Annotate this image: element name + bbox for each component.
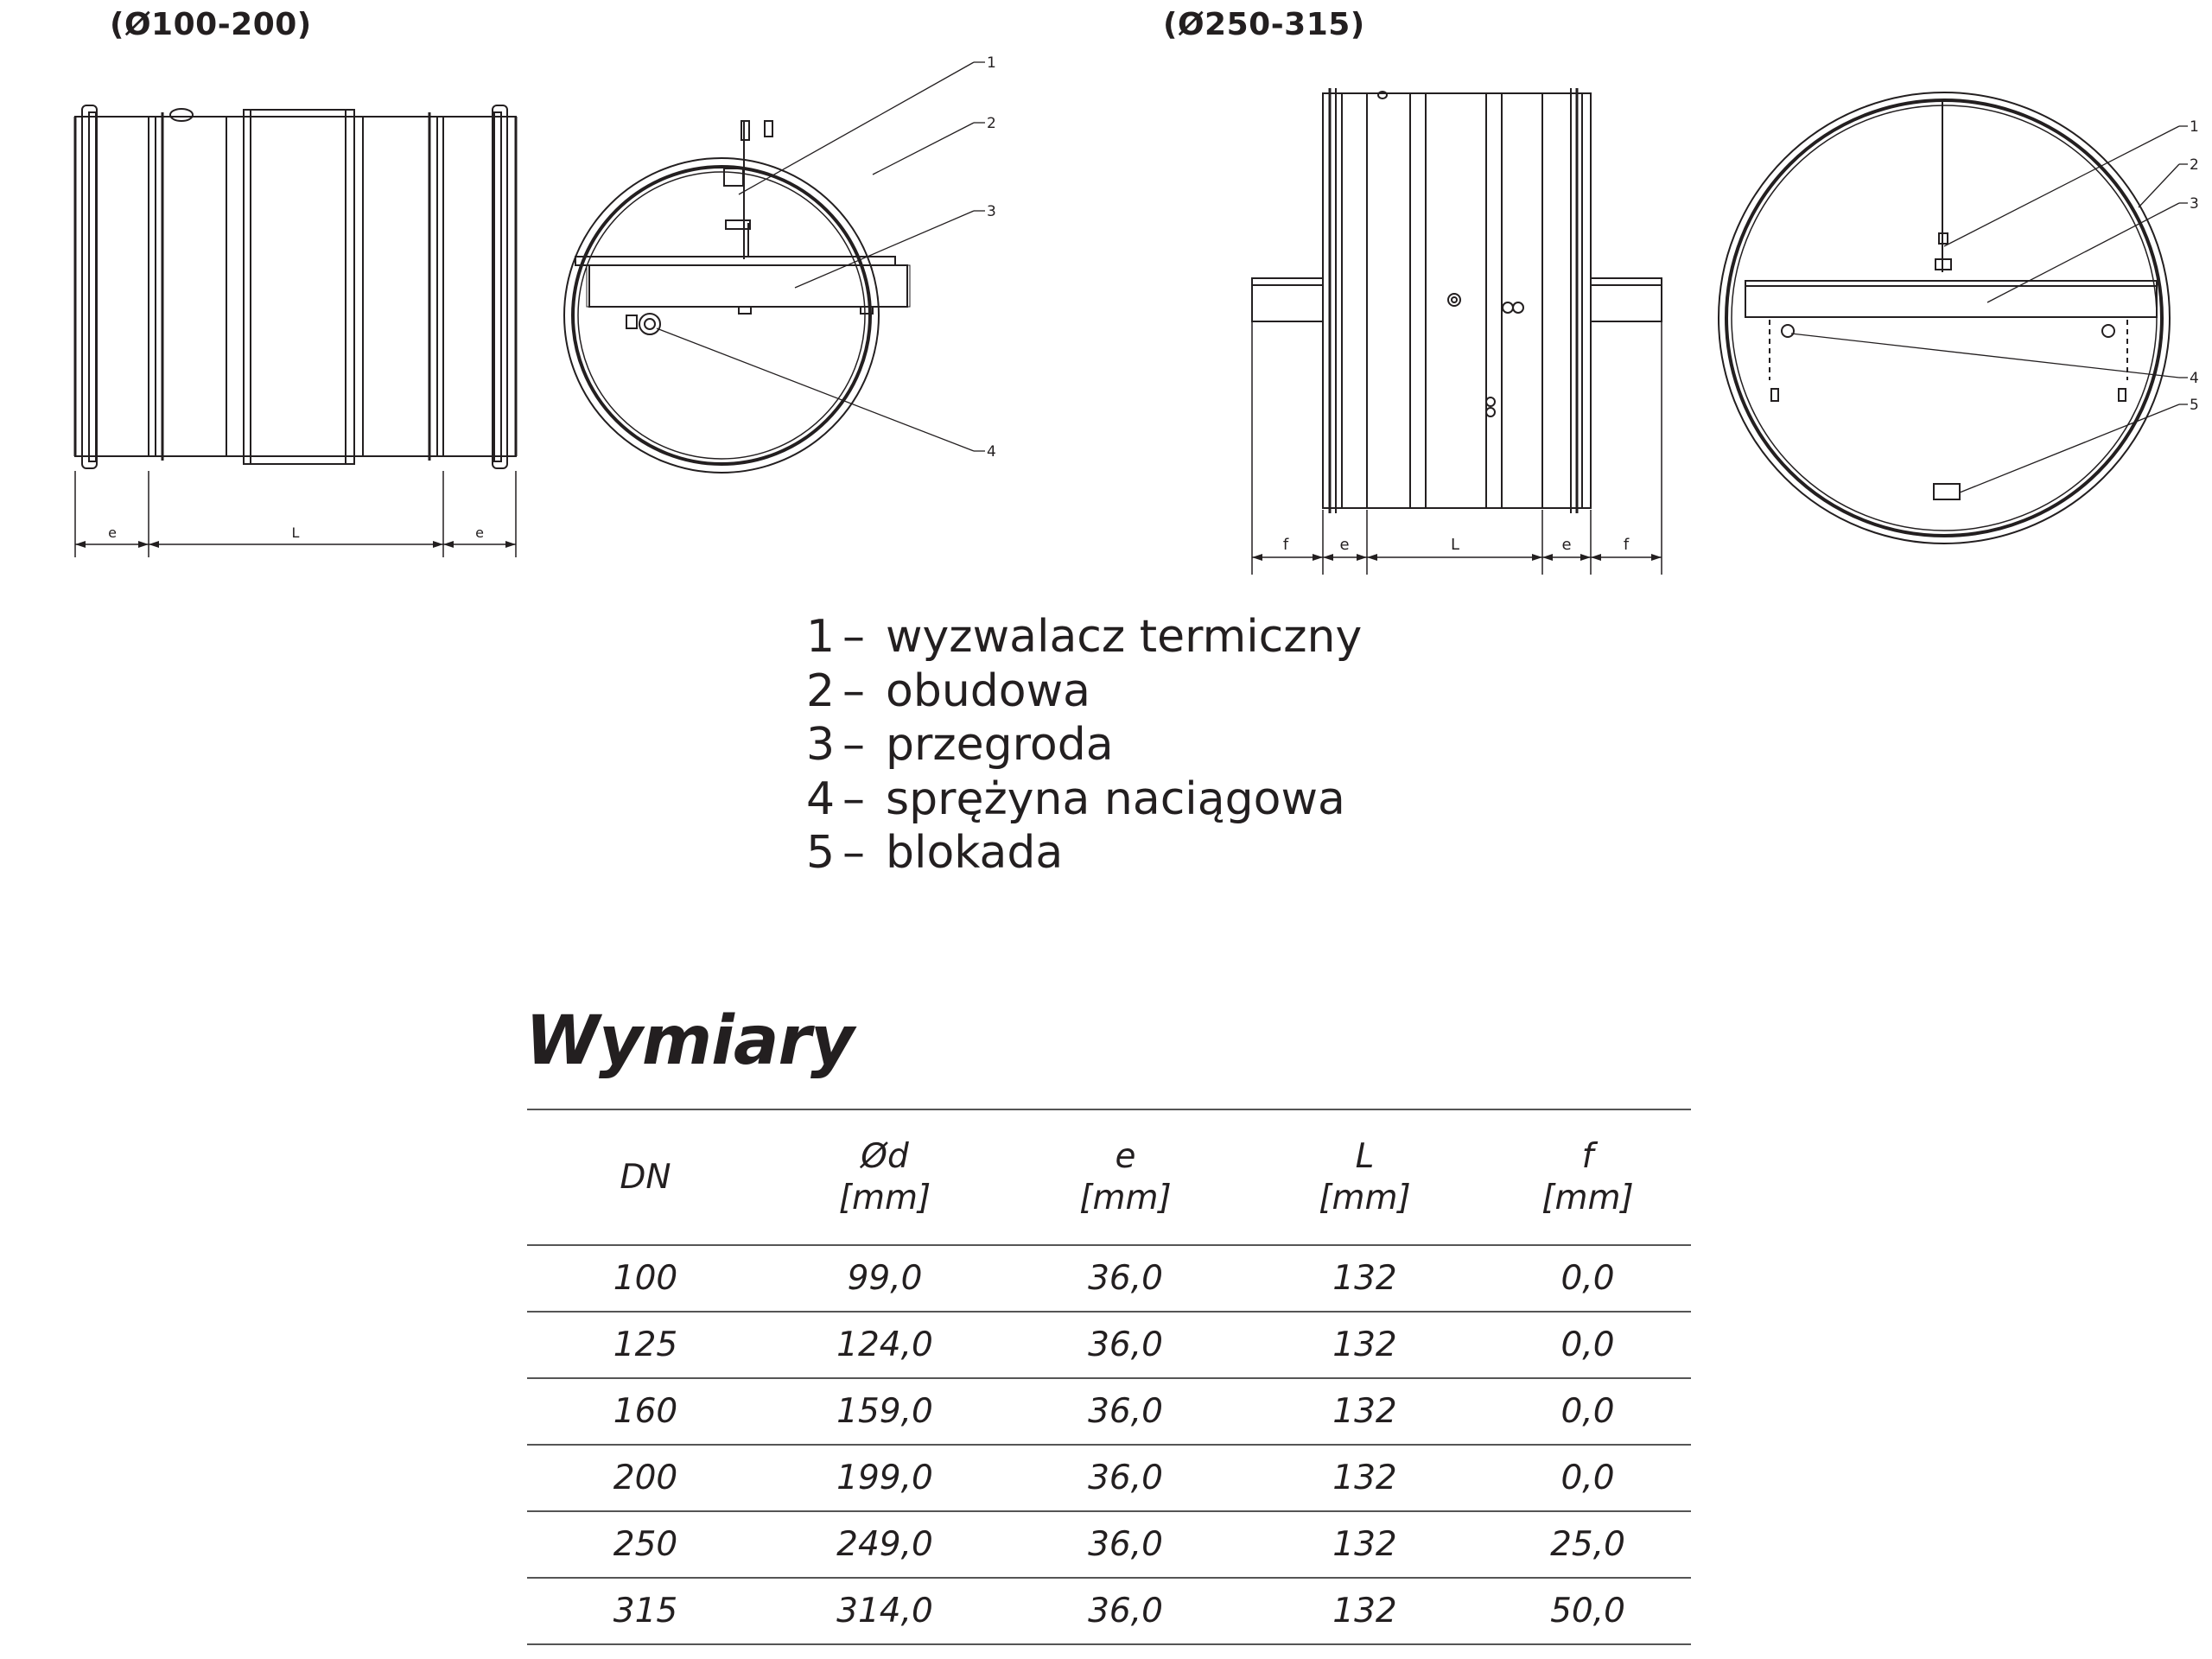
legend-item: 1 – wyzwalacz termiczny <box>806 610 1362 664</box>
legend-number: 5 <box>806 827 836 879</box>
legend-number: 3 <box>806 719 836 771</box>
dim-e-left: e <box>108 524 117 541</box>
side-view-small: e L e <box>73 105 518 557</box>
cell-l: 132 <box>1245 1245 1484 1313</box>
callout-2-large: 2 <box>2190 156 2199 174</box>
cell-diameter: 314,0 <box>764 1578 1006 1645</box>
header-diameter: Ød[mm] <box>764 1109 1006 1246</box>
cell-f: 0,0 <box>1484 1245 1691 1313</box>
table-row: 250 249,0 36,0 132 25,0 <box>527 1511 1691 1579</box>
legend-text: wyzwalacz termiczny <box>886 611 1363 663</box>
cell-diameter: 199,0 <box>764 1445 1006 1512</box>
cell-e: 36,0 <box>1006 1511 1245 1579</box>
legend-item: 5 – blokada <box>806 826 1362 880</box>
dim-e-right: e <box>475 524 484 541</box>
dim-L: L <box>292 524 300 541</box>
cell-e: 36,0 <box>1006 1378 1245 1446</box>
cell-e: 36,0 <box>1006 1445 1245 1512</box>
callout-1-small: 1 <box>987 54 996 72</box>
callout-3-small: 3 <box>987 203 996 220</box>
legend-number: 4 <box>806 772 836 825</box>
header-l: L[mm] <box>1245 1109 1484 1246</box>
header-e: e[mm] <box>1006 1109 1245 1246</box>
cell-dn: 100 <box>527 1245 764 1313</box>
group-label-large: (Ø250-315) <box>1163 7 1365 42</box>
legend-dash: – <box>842 827 865 879</box>
dim-e-left-large: e <box>1339 536 1349 554</box>
cell-l: 132 <box>1245 1578 1484 1645</box>
table-row: 200 199,0 36,0 132 0,0 <box>527 1445 1691 1512</box>
table-title: Wymiary <box>525 1002 855 1080</box>
legend-item: 3 – przegroda <box>806 718 1362 772</box>
legend-number: 1 <box>806 611 836 663</box>
header-f: f[mm] <box>1484 1109 1691 1246</box>
cell-diameter: 99,0 <box>764 1245 1006 1313</box>
table-row: 125 124,0 36,0 132 0,0 <box>527 1312 1691 1379</box>
legend-text: obudowa <box>886 664 1090 717</box>
side-view-large: f e L e f <box>1251 88 1662 575</box>
cell-dn: 160 <box>527 1378 764 1446</box>
legend-text: przegroda <box>886 719 1114 771</box>
dim-f-left: f <box>1283 536 1289 554</box>
cell-l: 132 <box>1245 1378 1484 1446</box>
callout-4-small: 4 <box>987 443 996 461</box>
group-label-small: (Ø100-200) <box>110 7 312 42</box>
cell-dn: 200 <box>527 1445 764 1512</box>
cell-f: 50,0 <box>1484 1578 1691 1645</box>
cell-dn: 315 <box>527 1578 764 1645</box>
callout-4-large: 4 <box>2190 370 2199 387</box>
dim-L-large: L <box>1451 536 1459 554</box>
cell-f: 0,0 <box>1484 1312 1691 1379</box>
cell-e: 36,0 <box>1006 1312 1245 1379</box>
callout-5-large: 5 <box>2190 397 2199 414</box>
cell-dn: 125 <box>527 1312 764 1379</box>
cell-l: 132 <box>1245 1511 1484 1579</box>
legend-dash: – <box>842 611 865 663</box>
legend-item: 2 – obudowa <box>806 664 1362 719</box>
table-header-row: DN Ød[mm] e[mm] L[mm] f[mm] <box>527 1109 1691 1246</box>
legend: 1 – wyzwalacz termiczny 2 – obudowa 3 – … <box>806 610 1362 880</box>
dimensions-table: DN Ød[mm] e[mm] L[mm] f[mm] 100 99,0 36,… <box>527 1109 1691 1645</box>
callout-3-large: 3 <box>2190 195 2199 213</box>
cell-f: 0,0 <box>1484 1445 1691 1512</box>
legend-number: 2 <box>806 664 836 717</box>
cell-diameter: 159,0 <box>764 1378 1006 1446</box>
legend-item: 4 – sprężyna naciągowa <box>806 772 1362 827</box>
cell-e: 36,0 <box>1006 1245 1245 1313</box>
cell-diameter: 124,0 <box>764 1312 1006 1379</box>
legend-text: blokada <box>886 827 1064 879</box>
technical-drawing: e L e 1 2 3 4 <box>73 54 2199 575</box>
cell-f: 0,0 <box>1484 1378 1691 1446</box>
legend-text: sprężyna naciągowa <box>886 772 1345 825</box>
table-row: 160 159,0 36,0 132 0,0 <box>527 1378 1691 1446</box>
callout-2-small: 2 <box>987 115 996 132</box>
cell-e: 36,0 <box>1006 1578 1245 1645</box>
cell-diameter: 249,0 <box>764 1511 1006 1579</box>
dim-f-right: f <box>1624 536 1630 554</box>
cell-l: 132 <box>1245 1312 1484 1379</box>
legend-dash: – <box>842 664 865 717</box>
callout-1-large: 1 <box>2190 118 2199 136</box>
table-row: 315 314,0 36,0 132 50,0 <box>527 1578 1691 1645</box>
front-view-large: 1 2 3 4 5 <box>1718 92 2199 544</box>
front-view-small: 1 2 3 4 <box>563 54 996 474</box>
dim-e-right-large: e <box>1561 536 1571 554</box>
legend-dash: – <box>842 772 865 825</box>
table-row: 100 99,0 36,0 132 0,0 <box>527 1245 1691 1313</box>
legend-dash: – <box>842 719 865 771</box>
cell-f: 25,0 <box>1484 1511 1691 1579</box>
cell-dn: 250 <box>527 1511 764 1579</box>
header-dn: DN <box>527 1109 764 1246</box>
cell-l: 132 <box>1245 1445 1484 1512</box>
